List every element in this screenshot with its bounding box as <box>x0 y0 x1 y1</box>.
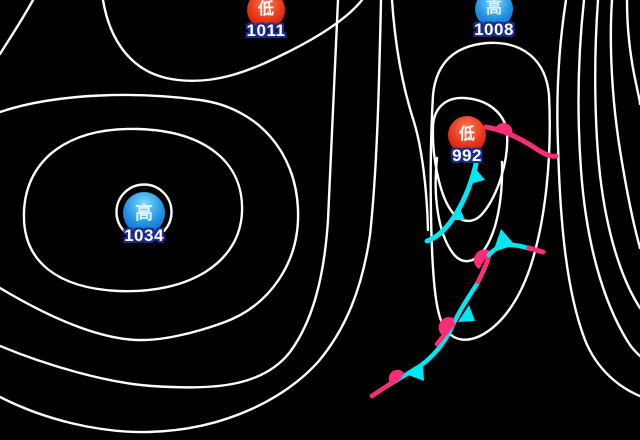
isobar-ring <box>115 183 173 241</box>
isobar-line <box>556 0 640 398</box>
pressure-value: 992 <box>452 146 482 165</box>
cold-front-triangle <box>470 168 485 184</box>
stationary-front-triangle <box>408 364 424 381</box>
low-symbol: 低 <box>458 126 475 143</box>
isobar-line <box>390 0 430 232</box>
warm-front-line <box>483 124 559 159</box>
isobar-line <box>434 156 504 263</box>
high-symbol-disc: 高 <box>123 192 165 234</box>
isobar-line <box>0 0 35 56</box>
cold-front-triangle <box>450 206 465 220</box>
high-symbol: 高 <box>135 203 153 223</box>
stationary-front-semicircle <box>438 317 455 336</box>
isobar-line <box>0 93 300 342</box>
stationary-front-warm-tip <box>526 245 546 255</box>
isobar-line <box>609 0 640 250</box>
pressure-value: 1034 <box>124 226 164 245</box>
isobar-line <box>577 0 640 358</box>
stationary-front-triangle <box>493 229 515 252</box>
low-symbol-disc: 低 <box>448 116 486 154</box>
isobar-ring <box>429 41 551 341</box>
stationary-front-line-warm <box>369 374 403 399</box>
stationary-front <box>369 229 546 399</box>
stationary-front-line-cold <box>369 252 492 399</box>
isobar-line <box>0 0 340 389</box>
pressure-value: 1008 <box>474 20 514 39</box>
low-symbol-disc: 低 <box>247 0 285 29</box>
isobar-ring <box>431 96 509 222</box>
high-symbol: 高 <box>485 0 502 17</box>
stationary-front-line-warm <box>434 321 456 347</box>
isobar-line <box>625 0 640 106</box>
cold-front <box>424 161 485 244</box>
low-symbol: 低 <box>257 1 274 18</box>
stationary-front-semicircle <box>388 369 405 383</box>
isobar-line <box>101 0 364 82</box>
warm-front <box>483 122 559 159</box>
isobar-line <box>594 0 640 310</box>
warm-front-semicircle <box>495 122 513 135</box>
stationary-front-semicircle <box>473 249 490 269</box>
isobar-line <box>0 0 383 434</box>
isobar-ring <box>22 127 244 293</box>
pressure-value: 1011 <box>246 21 286 40</box>
cold-front-line <box>424 161 479 244</box>
stationary-front-triangle <box>458 305 475 322</box>
